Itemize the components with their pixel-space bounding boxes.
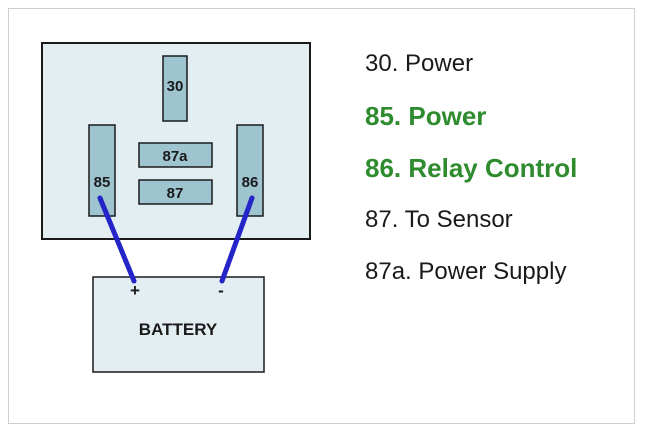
wire-86-to-negative bbox=[219, 195, 255, 284]
legend-item-87: 87. To Sensor bbox=[365, 206, 513, 233]
legend-item-86: 86. Relay Control bbox=[365, 153, 578, 183]
pin-86-label: 86 bbox=[242, 174, 259, 191]
battery-label: BATTERY bbox=[139, 320, 218, 339]
pin-87-label: 87 bbox=[167, 185, 184, 202]
pin-85-label: 85 bbox=[94, 174, 111, 191]
wire-85-to-positive bbox=[97, 195, 137, 284]
battery-negative-terminal: - bbox=[218, 281, 224, 300]
legend-item-87a: 87a. Power Supply bbox=[365, 258, 567, 285]
legend-item-30: 30. Power bbox=[365, 50, 474, 77]
legend-item-85: 85. Power bbox=[365, 101, 487, 131]
pin-87: 87 bbox=[138, 179, 213, 205]
pin-30: 30 bbox=[162, 55, 188, 122]
pin-30-label: 30 bbox=[167, 78, 184, 95]
pin-87a-label: 87a bbox=[162, 148, 188, 165]
pin-87a: 87a bbox=[138, 142, 213, 168]
pin-legend: 30. Power 85. Power 86. Relay Control 87… bbox=[365, 48, 635, 308]
battery-positive-terminal: + bbox=[130, 281, 140, 300]
battery-body bbox=[92, 276, 265, 373]
battery: + - BATTERY bbox=[92, 276, 265, 373]
